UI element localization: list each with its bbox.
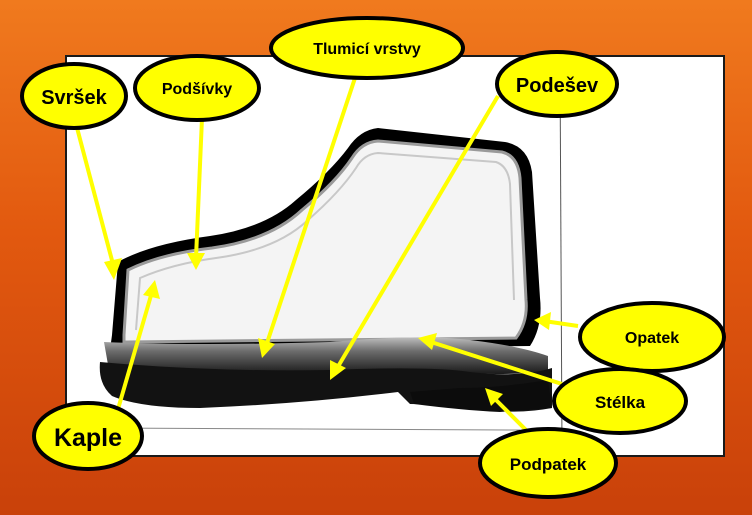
label-stelka: Stélka xyxy=(595,393,646,412)
callout-podpatek: Podpatek xyxy=(480,429,616,497)
label-podesev: Podešev xyxy=(516,75,599,97)
label-svrsek: Svršek xyxy=(41,87,107,109)
callout-opatek: Opatek xyxy=(580,303,724,371)
callout-podesev: Podešev xyxy=(497,52,617,116)
label-podpatek: Podpatek xyxy=(510,455,587,474)
label-kaple: Kaple xyxy=(54,424,122,452)
callout-podsivky: Podšívky xyxy=(135,56,259,120)
callout-svrsek: Svršek xyxy=(22,64,126,128)
callout-stelka: Stélka xyxy=(554,369,686,433)
label-tlumici-vrstvy: Tlumicí vrstvy xyxy=(313,41,421,58)
callout-tlumici-vrstvy: Tlumicí vrstvy xyxy=(271,18,463,78)
label-opatek: Opatek xyxy=(625,330,679,347)
callout-kaple: Kaple xyxy=(34,403,142,469)
label-podsivky: Podšívky xyxy=(162,81,232,98)
